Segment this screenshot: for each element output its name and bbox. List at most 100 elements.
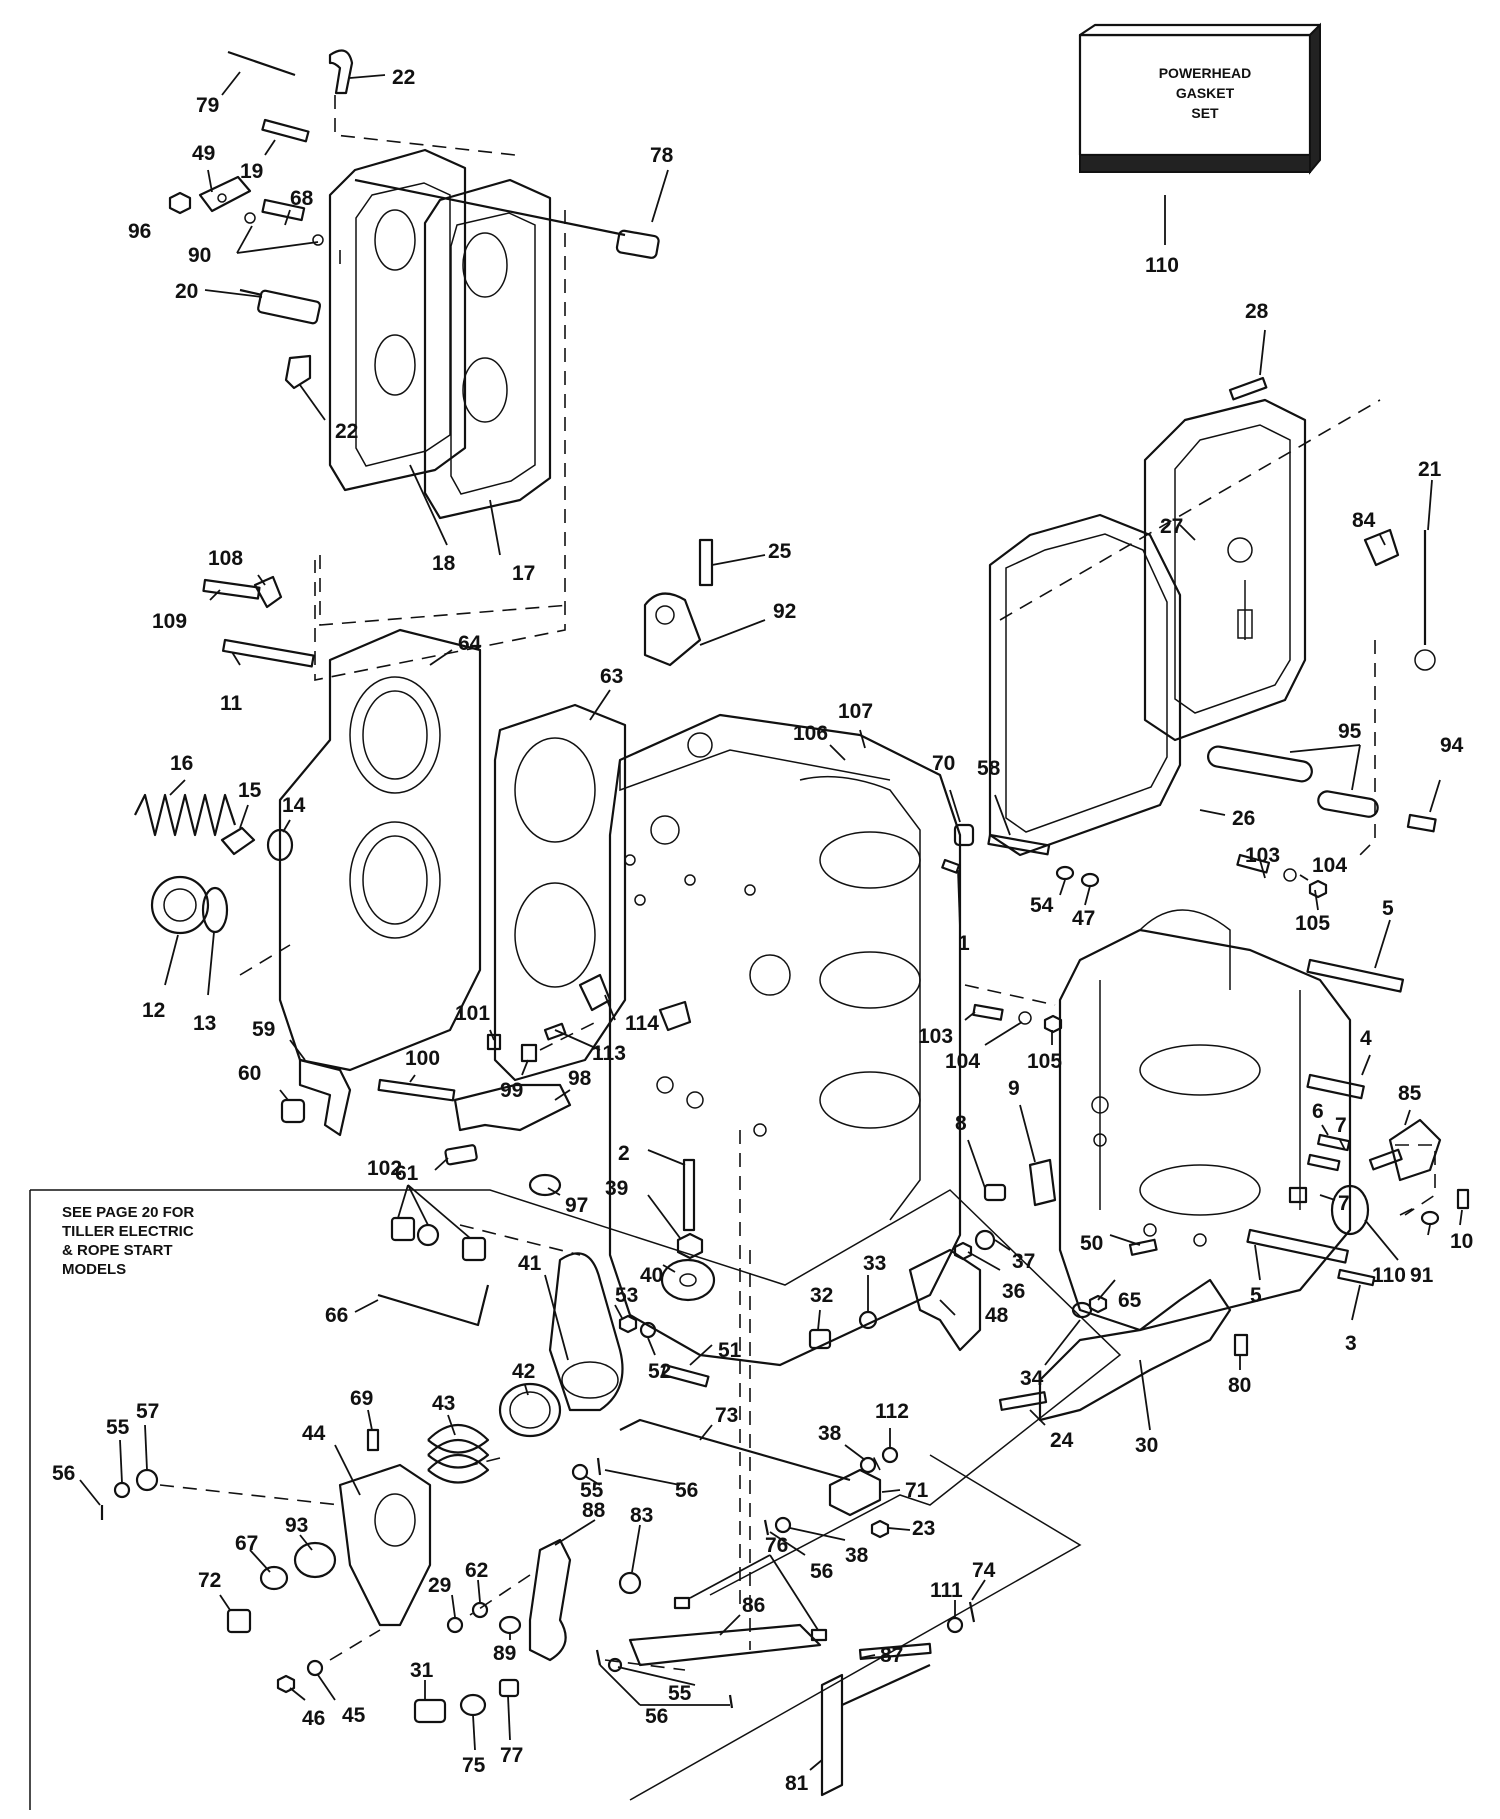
callout-c88: 69: [350, 1387, 373, 1410]
callout-c9: 20: [175, 280, 198, 303]
thermostat-cover-group: [168, 49, 660, 681]
callout-c104: 56: [810, 1560, 833, 1583]
callout-c109: 76: [765, 1534, 788, 1557]
callout-c123: 75: [462, 1754, 486, 1777]
callout-c101: 56: [675, 1479, 698, 1502]
callout-c46: 101: [455, 1002, 490, 1025]
callout-c78: 3: [1345, 1332, 1357, 1355]
callout-c34: 26: [1232, 807, 1255, 830]
callout-c49: 100: [405, 1047, 440, 1070]
callout-c67: 41: [518, 1252, 542, 1275]
callout-c29: 106: [793, 722, 828, 745]
callout-c61: 102: [367, 1157, 402, 1180]
callout-c28: 107: [838, 700, 873, 723]
callout-c115: 111: [930, 1579, 963, 1602]
callout-c83: 52: [648, 1360, 671, 1383]
callout-c24: 63: [600, 665, 623, 688]
callout-c12: 17: [512, 562, 535, 585]
callout-c95: 57: [136, 1400, 159, 1423]
callout-c15: 21: [1418, 458, 1442, 481]
gasket-box-line-2: GASKET: [1176, 85, 1235, 101]
callout-c66: 40: [640, 1264, 663, 1287]
callout-c64: 39: [605, 1177, 628, 1200]
callout-c92: 73: [715, 1404, 738, 1427]
callout-c69: 33: [863, 1252, 886, 1275]
callout-c16: 27: [1160, 515, 1183, 538]
callout-c108: 83: [630, 1504, 653, 1527]
callout-c51: 98: [568, 1067, 592, 1090]
callout-c38: 54: [1030, 894, 1054, 917]
callout-c97: 56: [52, 1462, 75, 1485]
callout-c82: 65: [1118, 1289, 1142, 1312]
callout-c86: 80: [1228, 1374, 1251, 1397]
callout-c60: 7: [1335, 1114, 1347, 1137]
callout-c5: 96: [128, 220, 151, 243]
callout-c55: 4: [1360, 1027, 1372, 1050]
callout-c70: 37: [1012, 1250, 1035, 1273]
callout-c87: 42: [512, 1360, 535, 1383]
cylinder-block: [280, 538, 962, 1650]
callout-c11: 18: [432, 552, 456, 575]
callout-c98: 38: [818, 1422, 842, 1445]
callout-c45: 60: [238, 1062, 261, 1085]
callout-c52: 103: [918, 1025, 953, 1048]
callout-c35: 103: [1245, 844, 1280, 867]
callout-c65: 61: [395, 1162, 419, 1185]
linkage-group: [29, 1189, 1249, 1810]
callout-c44: 59: [252, 1018, 275, 1041]
gasket-set-box: POWERHEAD GASKET SET: [1078, 22, 1322, 245]
callout-c118: 46: [302, 1707, 325, 1730]
callout-c6: 68: [290, 187, 314, 210]
callout-c89: 24: [1050, 1429, 1074, 1452]
callout-c77: 5: [1250, 1284, 1262, 1307]
callout-c32: 95: [1338, 720, 1362, 743]
callout-c56: 9: [1008, 1077, 1020, 1100]
callout-c120: 87: [880, 1644, 903, 1667]
callout-c57: 85: [1398, 1082, 1422, 1105]
callout-c47: 114: [625, 1012, 659, 1035]
callout-c40: 1: [958, 932, 970, 955]
callout-c94: 44: [302, 1422, 326, 1445]
note-line-2: TILLER ELECTRIC: [62, 1223, 194, 1240]
callout-c93: 112: [875, 1400, 909, 1423]
callout-c75: 10: [1450, 1230, 1473, 1253]
callouts: 22 79 49 19 96 68 90 78 20 22 18 17 110 …: [52, 66, 1473, 1795]
callout-c1: 22: [392, 66, 415, 89]
callout-c113: 86: [742, 1594, 765, 1617]
callout-c31: 58: [977, 757, 1001, 780]
callout-c72: 50: [1080, 1232, 1103, 1255]
note-line-1: SEE PAGE 20 FOR: [62, 1204, 194, 1221]
crankcase: [941, 823, 1470, 1332]
callout-c58: 8: [955, 1112, 967, 1135]
callout-c7: 90: [188, 244, 211, 267]
callout-c50: 99: [500, 1079, 523, 1102]
callout-c105: 67: [235, 1532, 258, 1555]
callout-c121: 55: [668, 1682, 692, 1705]
callout-c4: 19: [240, 160, 263, 183]
callout-c74: 110: [1372, 1264, 1406, 1287]
callout-c10: 22: [335, 420, 358, 443]
callout-c59: 6: [1312, 1100, 1324, 1123]
callout-c26: 15: [238, 779, 262, 802]
callout-c21: 92: [773, 600, 796, 623]
callout-c110: 72: [198, 1569, 221, 1592]
callout-c30: 70: [932, 752, 955, 775]
callout-c36: 104: [1312, 854, 1347, 877]
callout-c23: 11: [220, 692, 243, 715]
callout-c13: 110: [1145, 254, 1179, 277]
gasket-box-line-3: SET: [1191, 105, 1219, 121]
callout-c62: 97: [565, 1194, 588, 1217]
note-line-3: & ROPE START: [62, 1242, 173, 1259]
callout-c54: 105: [1027, 1050, 1062, 1073]
cylinder-head-group: [134, 555, 627, 1082]
callout-c20: 25: [768, 540, 792, 563]
callout-c116: 89: [493, 1642, 516, 1665]
callout-c81: 48: [985, 1304, 1009, 1327]
tiller-note: SEE PAGE 20 FOR TILLER ELECTRIC & ROPE S…: [62, 1204, 194, 1278]
callout-c17: 84: [1352, 509, 1376, 532]
leader-lines: [79, 71, 1463, 1771]
callout-c90: 30: [1135, 1434, 1158, 1457]
callout-c8: 78: [650, 144, 674, 167]
callout-c25: 16: [170, 752, 193, 775]
